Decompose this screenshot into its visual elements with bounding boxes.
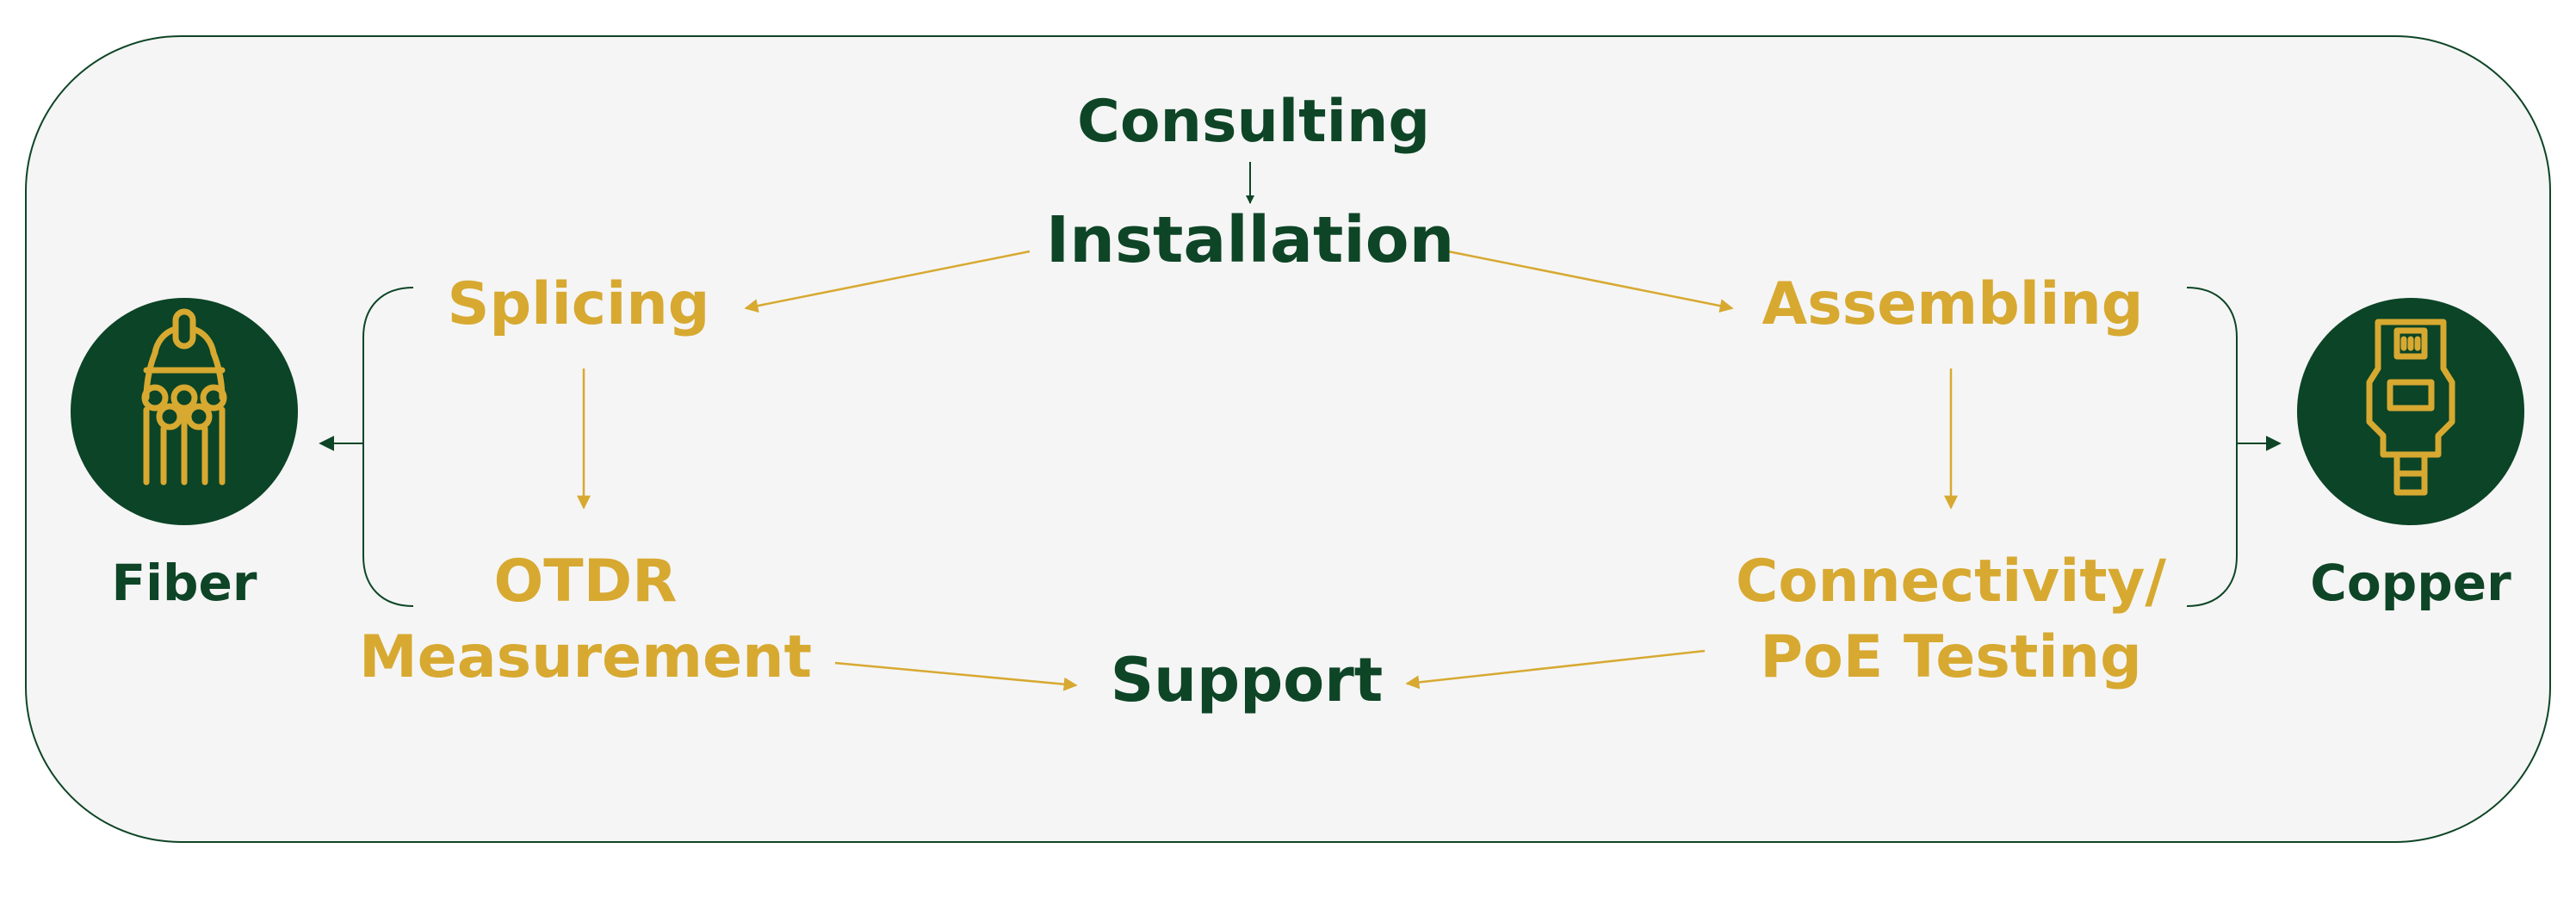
step-consulting: Consulting <box>1077 88 1430 156</box>
fiber-cable-icon <box>71 298 298 525</box>
ethernet-connector-icon <box>2297 298 2524 525</box>
step-connectivity-line2: PoE Testing <box>1760 623 2142 691</box>
fiber-label: Fiber <box>112 554 257 612</box>
arrow-connectivity-support <box>1405 649 1706 690</box>
step-splicing: Splicing <box>448 270 710 338</box>
step-otdr-line1: OTDR <box>494 548 678 616</box>
arrow-otdr-support <box>834 661 1078 691</box>
arrow-installation-splicing <box>744 250 1031 313</box>
fiber-group-bracket <box>362 287 414 607</box>
copper-label: Copper <box>2310 554 2511 612</box>
panel-background <box>25 35 2551 843</box>
arrow-installation-assembling <box>1447 250 1734 313</box>
step-assembling: Assembling <box>1762 270 2144 338</box>
step-support: Support <box>1111 645 1384 715</box>
step-otdr-line2: Measurement <box>359 623 812 691</box>
step-installation: Installation <box>1046 203 1455 277</box>
step-connectivity-line1: Connectivity/ <box>1736 548 2166 616</box>
copper-group-bracket <box>2186 287 2238 607</box>
